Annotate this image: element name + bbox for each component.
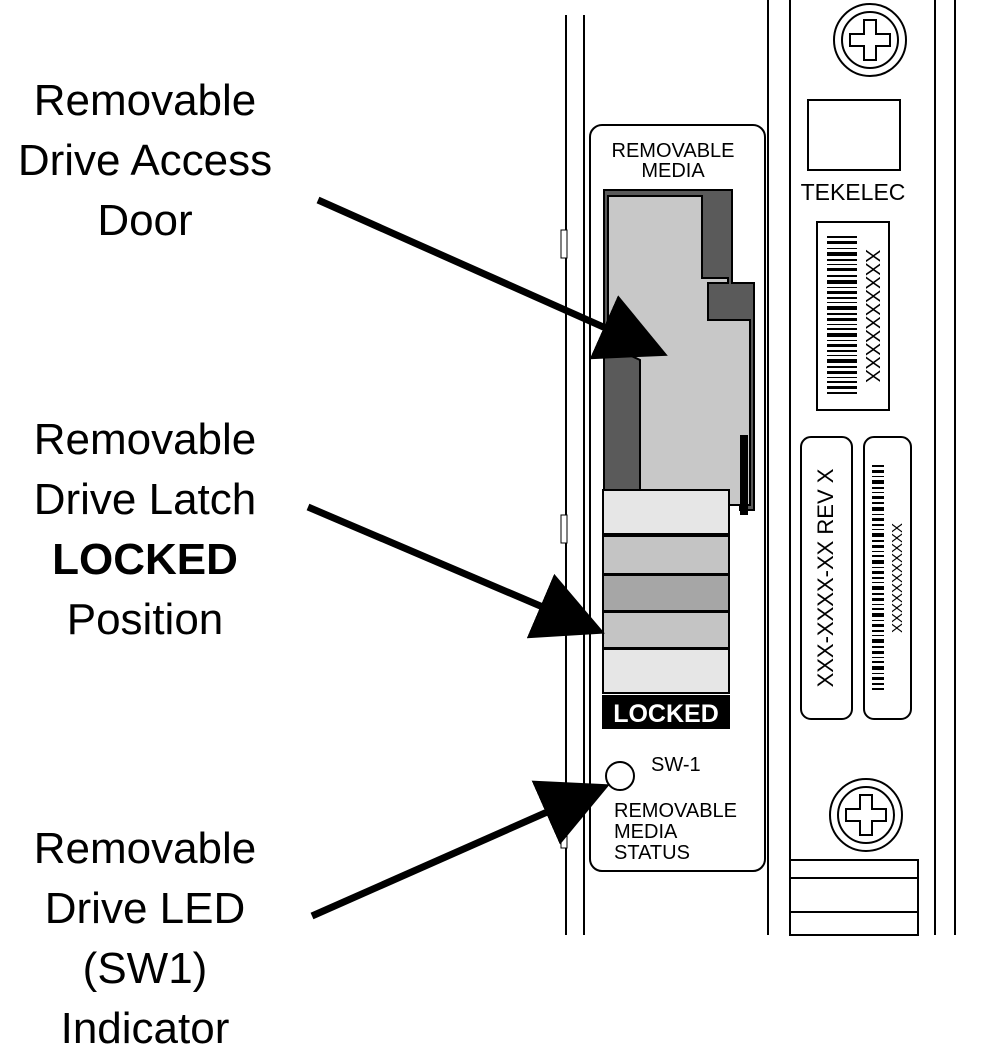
barcode-text: XXXXXXXXXXX [889,523,906,633]
latch-segment [602,574,730,612]
callout-led-line2: Drive LED [44,884,246,933]
access-door[interactable] [603,189,755,515]
status-label-line1: REMOVABLE [614,800,737,822]
callout-access-door-line1: Removable [33,76,257,125]
top-screw-icon [833,3,907,77]
latch-segment [602,535,730,575]
arrow-access-door [316,196,668,360]
arrow-led [310,780,610,920]
media-label-line1: REMOVABLE [612,140,735,162]
callout-latch-line3: LOCKED [52,535,238,584]
latch-segment [602,648,730,694]
brand-label: TEKELEC [801,179,906,205]
callout-led: Removable Drive LED (SW1) Indicator [0,819,290,1059]
serial-text: XXXXXXXXXX [861,249,883,382]
callout-access-door-line2: Drive Access [17,136,273,185]
status-label-line3: STATUS [614,842,690,864]
part-rev-text: XXX-XXXX-XX REV X [813,468,838,687]
part-number-plate [800,436,853,720]
part-barcode [872,465,884,690]
callout-latch-line2: Drive Latch [33,475,257,524]
status-label-line2: MEDIA [614,821,678,843]
serial-barcode [827,236,857,394]
arrow-latch [306,503,605,639]
callout-access-door-line3: Door [97,196,193,245]
led-indicator [605,761,635,791]
callout-latch: Removable Drive Latch LOCKED Position [0,410,290,650]
drive-latch[interactable] [602,489,730,694]
callout-latch-line1: Removable [33,415,257,464]
bottom-screw-icon [829,778,903,852]
latch-segment [602,489,730,535]
brand-plate [807,99,901,171]
callout-led-line3: (SW1) [82,944,208,993]
ejector-handle[interactable] [789,859,919,936]
callout-led-line1: Removable [33,824,257,873]
locked-badge-bg [602,695,730,729]
callout-led-line4: Indicator [60,1004,230,1053]
locked-badge: LOCKED [613,700,719,728]
callout-latch-line4: Position [66,595,224,644]
media-label-line2: MEDIA [641,160,705,182]
switch-label: SW-1 [651,754,701,776]
callout-access-door: Removable Drive Access Door [0,71,290,251]
latch-segment [602,611,730,649]
